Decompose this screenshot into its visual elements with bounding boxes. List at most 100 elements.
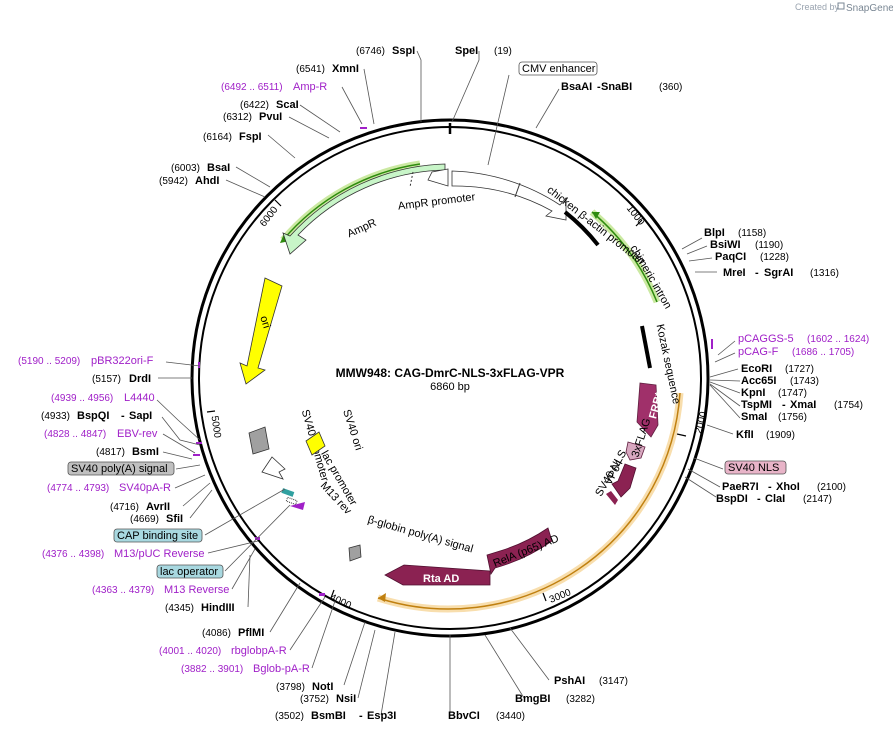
primer-rbglobpa-r[interactable]: (4001 .. 4020) rbglobpA-R [159,645,287,657]
svg-text:Amp-R: Amp-R [293,81,327,93]
site-bsmi[interactable]: (4817) BsmI [96,446,159,458]
site-blpi[interactable]: BlpI (1158) [704,227,766,239]
site-nsii[interactable]: (3752) NsiI [300,693,356,705]
site-bmgbi[interactable]: BmgBI (3282) [515,693,595,705]
tick-5000: 5000 [206,410,223,439]
svg-text:(1228): (1228) [760,252,789,263]
site-mrei-sgrai[interactable]: MreI - SgrAI (1316) [723,267,839,279]
primer-pcag-f[interactable]: pCAG-F (1686 .. 1705) [738,346,854,358]
sv40-promoter-feature [248,426,270,455]
svg-text:MreI: MreI [723,267,746,279]
svg-text:(4716): (4716) [110,502,139,513]
site-paer7i-xhoi[interactable]: PaeR7I - XhoI (2100) [722,481,846,493]
svg-text:SfiI: SfiI [166,513,183,525]
site-acc65i[interactable]: Acc65I (1743) [741,375,819,387]
svg-text:(1743): (1743) [790,376,819,387]
svg-text:(1727): (1727) [785,364,814,375]
ampr-promoter-feature [427,168,449,187]
primer-ebv-rev[interactable]: (4828 .. 4847) EBV-rev [44,428,158,440]
boxed-lac-operator[interactable]: lac operator [156,564,224,579]
site-fspi[interactable]: (6164) FspI [203,131,262,143]
site-xmni[interactable]: (6541) XmnI [296,63,359,75]
boxed-sv40-nls[interactable]: SV40 NLS [724,460,787,475]
site-noti[interactable]: (3798) NotI [276,681,333,693]
svg-text:-: - [121,410,125,422]
site-sspi[interactable]: (6746) SspI [356,45,415,57]
svg-text:(1909): (1909) [766,430,795,441]
svg-text:(4939 .. 4956): (4939 .. 4956) [51,393,113,404]
site-bsaai-snabi[interactable]: BsaAI SnaBI - (360) [561,81,682,93]
site-scai[interactable]: (6422) ScaI [240,99,299,111]
site-tspmi-xmai[interactable]: TspMI - XmaI (1754) [741,399,863,411]
primer-amp-r[interactable]: (6492 .. 6511) Amp-R [221,81,327,93]
site-pvui[interactable]: (6312) PvuI [223,111,282,123]
svg-text:(6003): (6003) [171,163,200,174]
svg-text:BspQI: BspQI [77,410,109,422]
primer-pcaggs-5[interactable]: pCAGGS-5 (1602 .. 1624) [738,333,869,345]
site-bbvci[interactable]: BbvCI (3440) [448,710,525,722]
svg-text:(3752): (3752) [300,694,329,705]
svg-text:ScaI: ScaI [276,99,299,111]
site-pflmi[interactable]: (4086) PflMI [202,627,264,639]
svg-text:(6312): (6312) [223,112,252,123]
svg-text:(1686 .. 1705): (1686 .. 1705) [792,347,854,358]
svg-text:CMV enhancer: CMV enhancer [522,63,596,75]
svg-text:KpnI: KpnI [741,387,765,399]
svg-text:SV40 poly(A) signal: SV40 poly(A) signal [71,463,168,475]
svg-text:(4669): (4669) [130,514,159,525]
site-bsai[interactable]: (6003) BsaI [171,162,230,174]
chicken-actin-black-segment [563,210,600,247]
site-bspdi-clai[interactable]: BspDI - ClaI (2147) [716,493,832,505]
chicken-actin-promoter-feature [451,170,567,221]
primer-m13-puc-reverse[interactable]: (4376 .. 4398) M13/pUC Reverse [42,548,204,560]
svg-text:(4817): (4817) [96,447,125,458]
site-ahdi[interactable]: (5942) AhdI [159,175,219,187]
ori-label: ori [257,315,272,330]
svg-text:(1316): (1316) [810,268,839,279]
boxed-cap-binding-site[interactable]: CAP binding site [113,528,203,543]
primer-l4440[interactable]: (4939 .. 4956) L4440 [51,392,155,404]
site-smai[interactable]: SmaI (1756) [741,411,807,423]
svg-text:SapI: SapI [129,410,152,422]
site-bspqi-sapi[interactable]: (4933) BspQI - SapI [41,410,152,422]
flag-label: 3xFLAG [630,417,654,459]
svg-text:ClaI: ClaI [765,493,785,505]
boxed-cmv-enhancer[interactable]: CMV enhancer [518,61,598,76]
bglobin-label: β-globin poly(A) signal [366,514,474,556]
site-hindiii[interactable]: (4345) HindIII [165,602,235,614]
site-pshai[interactable]: PshAI (3147) [554,675,628,687]
primer-m13-reverse[interactable]: (4363 .. 4379) M13 Reverse [92,584,229,596]
svg-text:(6492 .. 6511): (6492 .. 6511) [221,82,283,93]
svg-text:-: - [359,710,363,722]
boxed-sv40-polya[interactable]: SV40 poly(A) signal [67,461,175,476]
svg-text:L4440: L4440 [124,392,155,404]
svg-text:(3882 .. 3901): (3882 .. 3901) [181,664,243,675]
svg-text:FspI: FspI [239,131,262,143]
svg-text:BspDI: BspDI [716,493,748,505]
svg-text:5000: 5000 [209,415,223,439]
svg-text:(4828 .. 4847): (4828 .. 4847) [44,429,106,440]
site-kfli[interactable]: KflI (1909) [736,429,795,441]
svg-text:(4933): (4933) [41,411,70,422]
site-sfii[interactable]: (4669) SfiI [130,513,183,525]
site-ecori[interactable]: EcoRI (1727) [741,363,814,375]
site-kpni[interactable]: KpnI (1747) [741,387,807,399]
site-bsiwi[interactable]: BsiWI (1190) [710,239,783,251]
site-bsmbi-esp3i[interactable]: (3502) BsmBI - Esp3I [275,710,396,722]
primer-sv40pa-r[interactable]: (4774 .. 4793) SV40pA-R [47,482,171,494]
svg-text:rbglobpA-R: rbglobpA-R [231,645,287,657]
site-avrii[interactable]: (4716) AvrII [110,501,170,513]
site-drdi[interactable]: (5157) DrdI [92,373,151,385]
svg-text:(4001 .. 4020): (4001 .. 4020) [159,646,221,657]
svg-text:XhoI: XhoI [776,481,800,493]
primer-pbr322ori-f[interactable]: (5190 .. 5209) pBR322ori-F [18,355,154,367]
primer-bglob-pa-r[interactable]: (3882 .. 3901) Bglob-pA-R [181,663,310,675]
insert-orf-arc [376,392,684,613]
kozak-segment [640,325,652,369]
svg-text:BsaI: BsaI [207,162,230,174]
site-spei[interactable]: SpeI (19) [455,45,512,57]
site-paqci[interactable]: PaqCI (1228) [715,251,789,263]
svg-text:PflMI: PflMI [238,627,264,639]
svg-text:DrdI: DrdI [129,373,151,385]
